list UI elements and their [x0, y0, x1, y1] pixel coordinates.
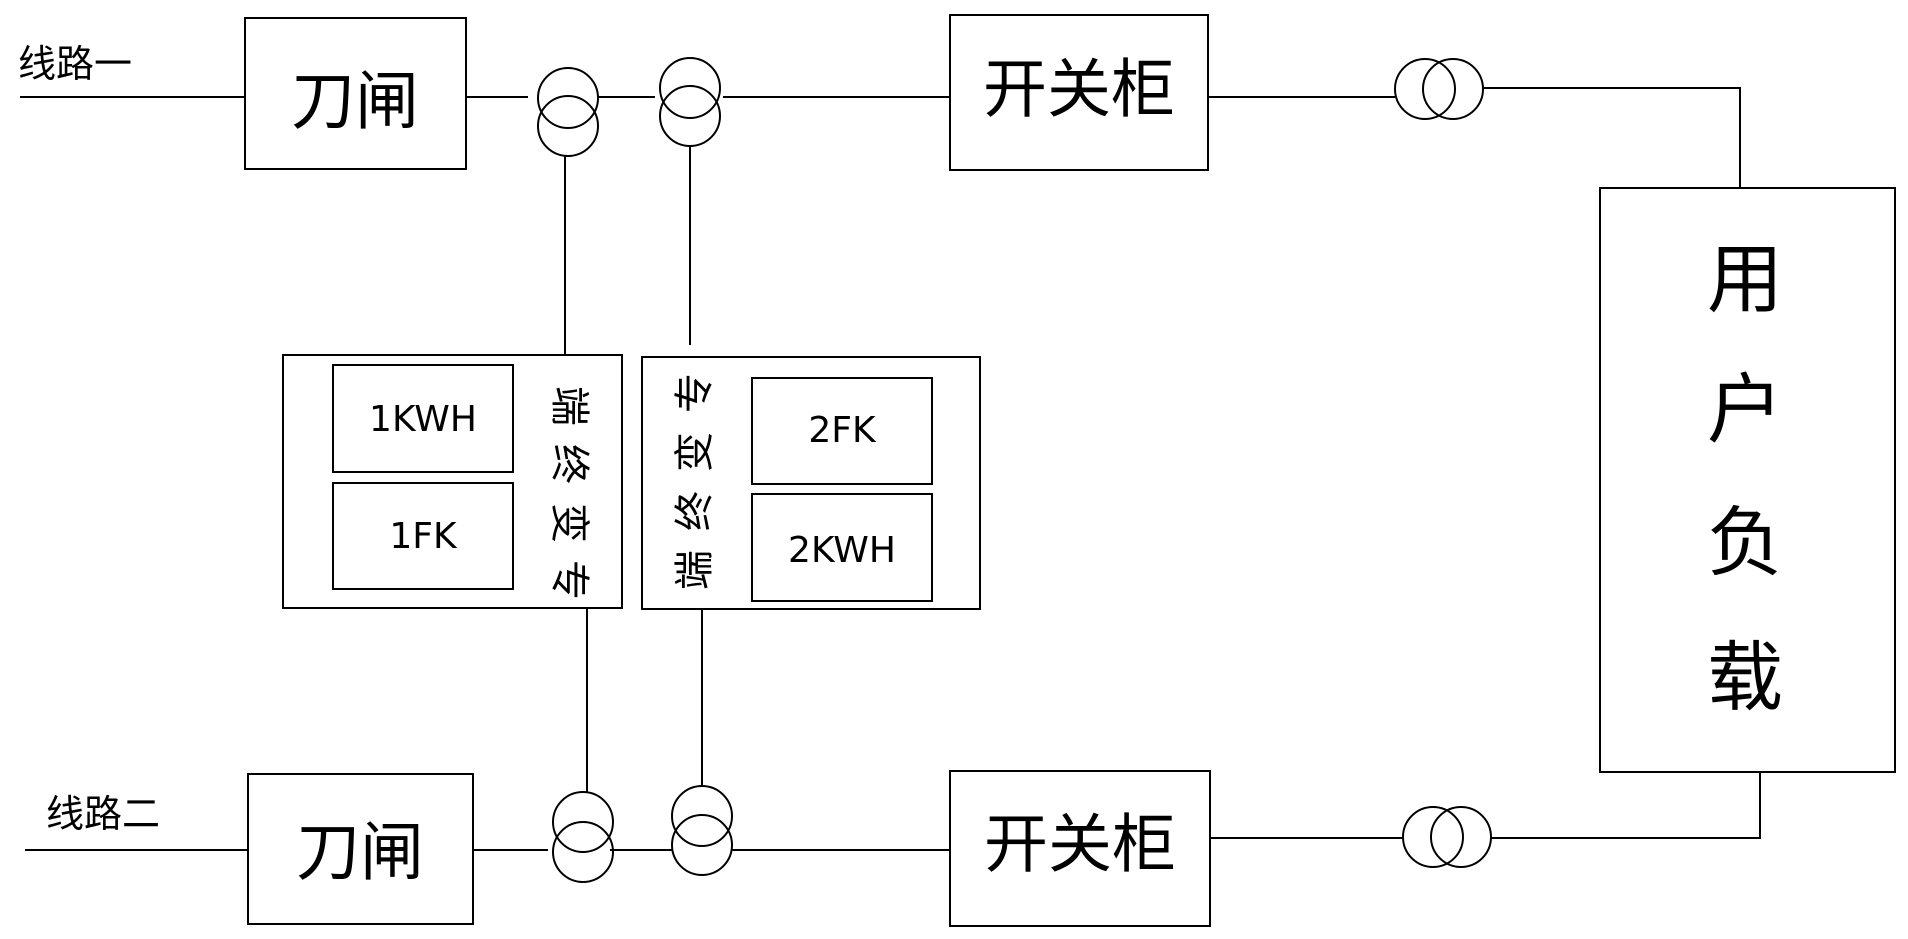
- line1-ct-to-load-wire: [1482, 87, 1741, 188]
- terminal2-label-char-4: 端: [672, 550, 718, 590]
- ct-line2-load-icon: [1402, 806, 1492, 868]
- line2-switchgear-label: 开关柜: [984, 809, 1176, 883]
- line1-name: 线路一: [18, 42, 132, 86]
- line2-ct-to-load-wire: [1490, 772, 1761, 839]
- terminal2-box: [641, 356, 981, 610]
- terminal1-label-char-1: 专: [546, 560, 592, 600]
- terminal2-meter-bottom-box: [751, 493, 933, 602]
- terminal1-meter-top-box: [332, 364, 514, 473]
- terminal2-label-char-2: 变: [672, 432, 718, 472]
- ct-line1-b-icon: [659, 57, 721, 147]
- terminal2-meter-bottom-label: 2KWH: [788, 530, 896, 571]
- terminal1-meter-top-label: 1KWH: [369, 399, 477, 440]
- line2-name: 线路二: [46, 792, 160, 836]
- load-label-char-1: 用: [1707, 235, 1783, 324]
- load-label-char-4: 载: [1707, 633, 1783, 722]
- terminal1-label-char-2: 变: [546, 503, 592, 543]
- terminal2-meter-top-label: 2FK: [808, 410, 877, 451]
- terminal1-label-char-3: 终: [546, 444, 592, 484]
- line2-switchgear-box: [949, 770, 1211, 927]
- terminal2-label-char-1: 专: [672, 373, 718, 413]
- terminal1-meter-bottom-box: [332, 482, 514, 590]
- load-label-char-2: 户: [1707, 365, 1783, 454]
- ct-line1-a-icon: [537, 67, 599, 157]
- terminal2-meter-top-box: [751, 377, 933, 485]
- load-label-char-3: 负: [1707, 498, 1783, 587]
- line1-disconnector-box: [244, 17, 467, 170]
- ct-line2-a-icon: [552, 791, 614, 883]
- line2-disconnector-box: [247, 773, 474, 925]
- ct-line2-b-icon: [671, 785, 733, 876]
- line1-switchgear-label: 开关柜: [983, 54, 1175, 128]
- line1-switchgear-box: [949, 14, 1209, 171]
- line1-disconnector-label: 刀闸: [291, 66, 419, 140]
- line2-disconnector-label: 刀闸: [296, 817, 424, 891]
- terminal1-meter-bottom-label: 1FK: [389, 516, 458, 557]
- ct-line1-load-icon: [1394, 58, 1484, 120]
- terminal1-label-char-4: 端: [546, 386, 592, 426]
- terminal2-label-char-3: 终: [672, 491, 718, 531]
- terminal1-box: [282, 354, 623, 609]
- load-box: [1599, 187, 1896, 773]
